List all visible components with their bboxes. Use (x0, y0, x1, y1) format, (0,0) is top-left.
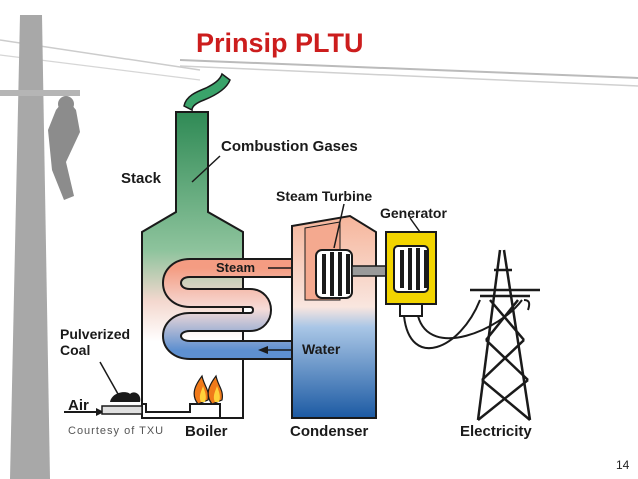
label-condenser: Condenser (290, 423, 369, 440)
smoke-plume (183, 72, 231, 112)
slide-title: Prinsip PLTU (196, 28, 364, 58)
steam-turbine (315, 203, 353, 299)
label-pulverized-coal: Pulverized Coal (60, 326, 131, 358)
boiler-flames (193, 374, 223, 405)
label-steam: Steam (216, 260, 256, 275)
label-air: Air (68, 397, 89, 414)
credit-text: Courtesy of TXU (68, 425, 165, 437)
label-stack: Stack (121, 170, 162, 187)
slide-decoration (0, 15, 638, 479)
label-water: Water (302, 341, 341, 357)
air-duct (64, 403, 221, 419)
label-steam-turbine: Steam Turbine (276, 188, 373, 204)
page-number: 14 (616, 458, 630, 472)
transmission-tower (470, 249, 540, 421)
label-generator: Generator (380, 205, 447, 221)
label-combustion-gases: Combustion Gases (221, 138, 358, 155)
generator (385, 217, 437, 317)
label-boiler: Boiler (185, 423, 228, 440)
label-electricity: Electricity (460, 423, 532, 440)
coal-feed (99, 361, 141, 402)
